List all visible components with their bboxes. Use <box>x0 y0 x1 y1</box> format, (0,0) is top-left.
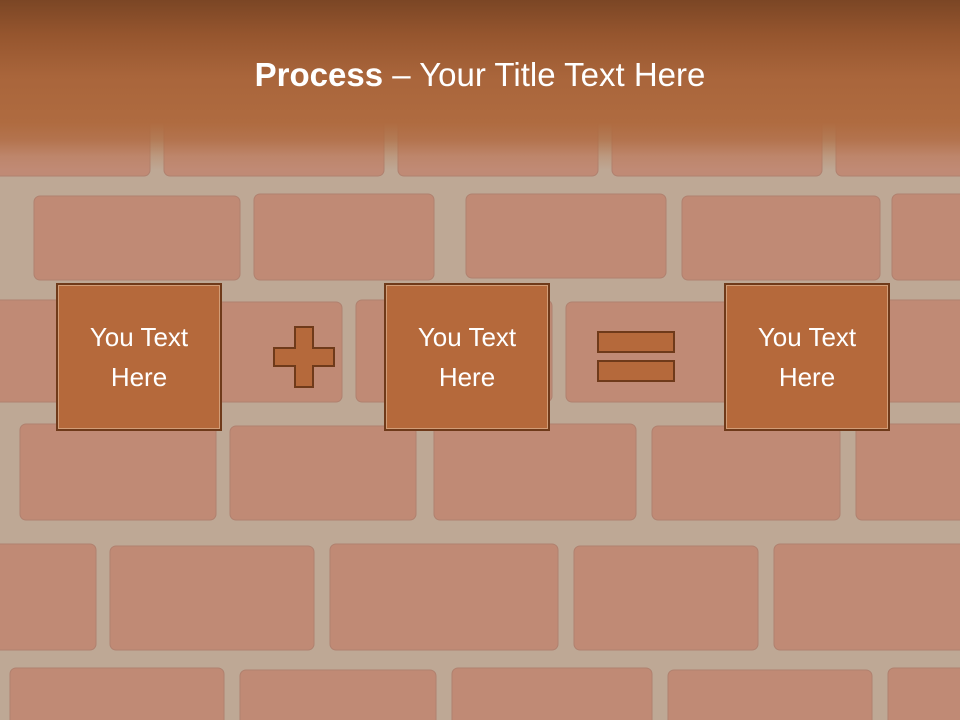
text-box-2-label: You Text Here <box>417 322 517 392</box>
title-bold: Process <box>254 56 384 93</box>
text-box-3[interactable]: You Text Here <box>724 283 890 431</box>
plus-icon <box>273 326 335 388</box>
equals-icon <box>597 331 675 382</box>
title-bar <box>0 0 960 170</box>
text-box-3-label: You Text Here <box>757 322 857 392</box>
title-rest: – Your Title Text Here <box>383 56 706 93</box>
text-box-1-label: You Text Here <box>89 322 189 392</box>
slide-title[interactable]: Process – Your Title Text Here <box>0 54 960 96</box>
text-box-2[interactable]: You Text Here <box>384 283 550 431</box>
text-box-1[interactable]: You Text Here <box>56 283 222 431</box>
